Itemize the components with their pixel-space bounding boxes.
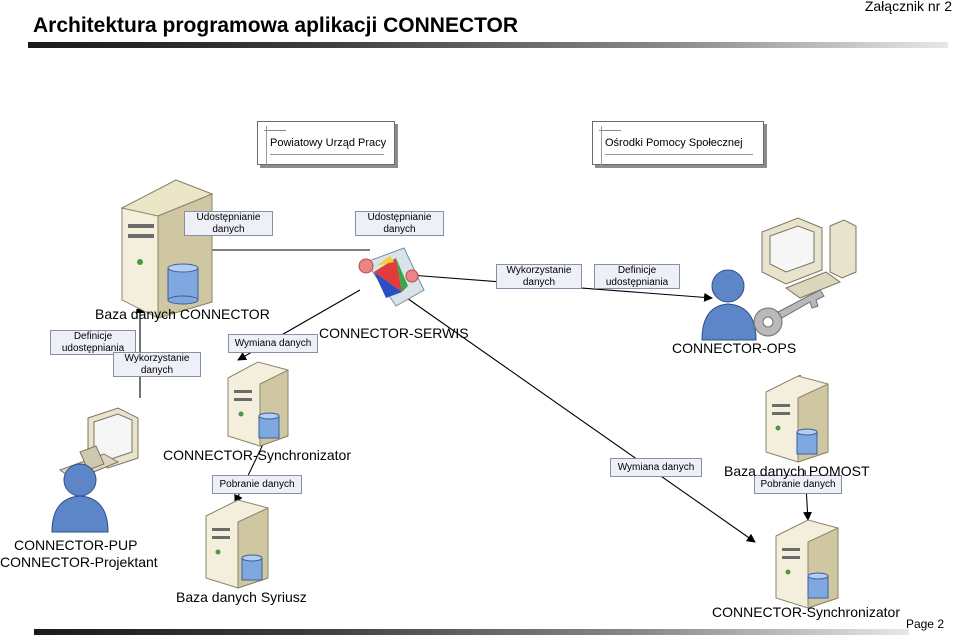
- caption-baza-syriusz: Baza danych Syriusz: [176, 589, 307, 605]
- label-udostepnianie-2: Udostępnianie danych: [355, 211, 444, 236]
- label-wymiana-1: Wymiana danych: [228, 334, 318, 353]
- footer-divider: [34, 629, 909, 635]
- page-title: Architektura programowa aplikacji CONNEC…: [33, 14, 519, 37]
- label-pobranie-2: Pobranie danych: [754, 475, 842, 494]
- caption-ops: CONNECTOR-OPS: [672, 340, 797, 356]
- caption-projektant: CONNECTOR-Projektant: [0, 554, 158, 570]
- page-number: Page 2: [905, 617, 944, 631]
- label-definicje-top: Definicje udostępniania: [594, 264, 680, 289]
- caption-synchronizator-2: CONNECTOR-Synchronizator: [712, 604, 901, 620]
- label-wymiana-2: Wymiana danych: [610, 458, 702, 477]
- label-definicje-left: Definicje udostępniania: [50, 330, 136, 355]
- label-udostepnianie-1: Udostępnianie danych: [184, 211, 273, 236]
- org-box-pup-label: Powiatowy Urząd Pracy: [270, 137, 387, 149]
- caption-serwis: CONNECTOR-SERWIS: [319, 325, 469, 341]
- title-divider: [28, 42, 948, 48]
- line-serwis-synch2: [403, 295, 756, 543]
- caption-synchronizator-1: CONNECTOR-Synchronizator: [163, 447, 352, 463]
- org-box-pup: Powiatowy Urząd Pracy: [257, 121, 395, 168]
- annex-label: Załącznik nr 2: [864, 0, 952, 14]
- caption-pup: CONNECTOR-PUP: [14, 537, 138, 553]
- org-box-ops-label: Ośrodki Pomocy Społecznej: [605, 137, 743, 149]
- label-pobranie-1: Pobranie danych: [212, 475, 302, 494]
- label-wykorzystanie-top: Wykorzystanie danych: [496, 264, 582, 289]
- caption-baza-connector: Baza danych CONNECTOR: [95, 306, 270, 322]
- org-box-ops: Ośrodki Pomocy Społecznej: [592, 121, 764, 168]
- label-wykorzystanie-left: Wykorzystanie danych: [113, 352, 201, 377]
- caption-baza-pomost: Baza danych POMOST: [724, 463, 870, 479]
